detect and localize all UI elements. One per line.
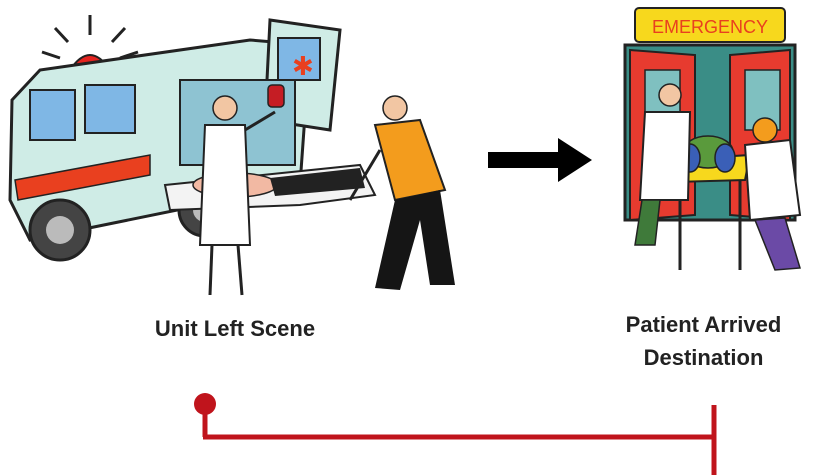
emergency-arrival-illustration: EMERGENCY (623, 7, 802, 271)
emergency-sign-text: EMERGENCY (652, 17, 768, 37)
ambulance-loading-illustration: ✱ (8, 15, 455, 296)
svg-text:✱: ✱ (292, 52, 314, 82)
timeline-start-dot (194, 393, 216, 415)
label-line-1: Patient Arrived (625, 312, 782, 337)
flow-arrow-icon (488, 138, 592, 182)
label-line-2: Destination (643, 345, 764, 370)
label-patient-arrived-destination: Patient Arrived Destination (590, 308, 817, 374)
label-unit-left-scene: Unit Left Scene (154, 316, 316, 341)
interval-timeline (194, 393, 717, 475)
